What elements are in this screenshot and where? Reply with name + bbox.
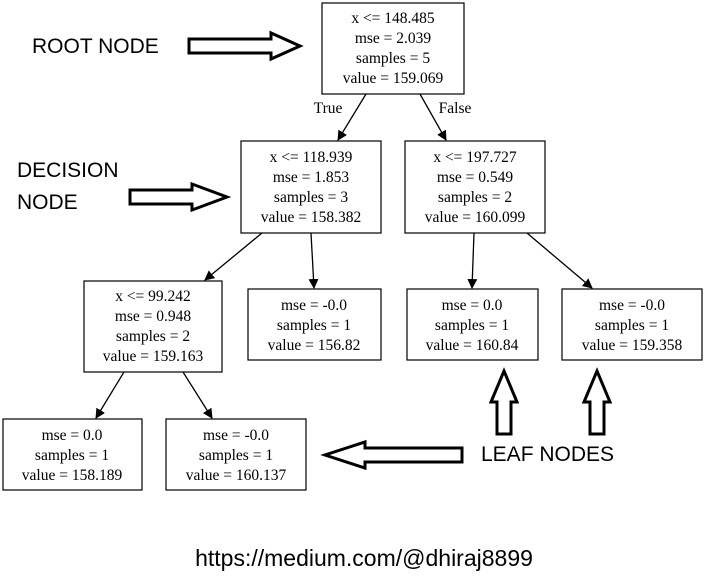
tree-node-right: x <= 197.727 mse = 0.549 samples = 2 val… (404, 140, 546, 234)
node-line: value = 160.84 (426, 337, 519, 354)
up-arrow-icon (488, 367, 520, 436)
tree-edges (95, 93, 593, 419)
node-line: value = 156.82 (268, 337, 361, 354)
edge-root-to-right (419, 93, 447, 141)
tree-leaf-left-right: mse = -0.0 samples = 1 value = 156.82 (247, 288, 382, 361)
node-box (2, 418, 143, 491)
node-line: samples = 2 (438, 189, 512, 206)
node-line: samples = 2 (116, 328, 190, 345)
node-box (83, 280, 223, 373)
tree-leaf-left-left-left: mse = 0.0 samples = 1 value = 158.189 (2, 418, 143, 491)
node-box (247, 288, 382, 361)
tree-node-left-left: x <= 99.242 mse = 0.948 samples = 2 valu… (83, 280, 223, 373)
tree-leaf-left-left-right: mse = -0.0 samples = 1 value = 160.137 (165, 418, 307, 491)
node-line: samples = 1 (595, 317, 669, 334)
node-line: samples = 1 (35, 447, 109, 464)
node-line: mse = 2.039 (355, 30, 432, 47)
source-credit: https://medium.com/@dhiraj8899 (195, 545, 533, 571)
edge-left-left-to-leaf-left (95, 371, 125, 419)
node-line: samples = 1 (199, 447, 273, 464)
edge-left-left-to-leaf-right (182, 371, 213, 419)
decision-node-label-line2: NODE (17, 191, 78, 214)
tree-leaf-right-right: mse = -0.0 samples = 1 value = 159.358 (561, 288, 703, 361)
node-box (404, 140, 546, 234)
node-line: samples = 1 (435, 317, 509, 334)
node-line: value = 158.382 (261, 209, 361, 226)
edge-left-to-left-left (204, 232, 263, 281)
node-line: mse = -0.0 (599, 297, 665, 314)
edge-left-to-left-right (308, 232, 319, 289)
node-line: x <= 148.485 (351, 10, 435, 27)
right-arrow-icon (187, 30, 304, 62)
node-line: x <= 118.939 (270, 149, 353, 166)
node-box (406, 288, 539, 361)
node-line: mse = 0.948 (115, 308, 192, 325)
edge-right-to-right-right (526, 232, 593, 289)
node-line: mse = 0.0 (442, 297, 503, 314)
node-line: mse = -0.0 (281, 297, 347, 314)
edge-label-true: True (314, 100, 343, 117)
tree-node-left: x <= 118.939 mse = 1.853 samples = 3 val… (240, 140, 382, 234)
node-line: x <= 99.242 (115, 288, 191, 305)
node-box (240, 140, 382, 234)
tree-leaf-right-left: mse = 0.0 samples = 1 value = 160.84 (406, 288, 539, 361)
node-line: value = 159.163 (103, 348, 204, 365)
node-line: value = 160.099 (425, 209, 526, 226)
edge-root-to-left (337, 93, 367, 141)
node-line: value = 159.069 (343, 70, 444, 87)
tree-node-root: x <= 148.485 mse = 2.039 samples = 5 val… (321, 2, 465, 95)
edge-label-false: False (439, 100, 472, 117)
node-line: mse = 0.549 (437, 169, 514, 186)
node-line: value = 159.358 (582, 337, 683, 354)
edge-right-to-right-left (467, 232, 478, 289)
node-line: samples = 5 (356, 50, 430, 67)
left-arrow-icon (320, 439, 464, 471)
node-line: samples = 3 (274, 189, 348, 206)
node-line: mse = -0.0 (203, 427, 269, 444)
node-box (165, 418, 307, 491)
right-arrow-icon (128, 181, 232, 213)
node-line: mse = 0.0 (42, 427, 103, 444)
root-node-label: ROOT NODE (32, 35, 159, 58)
node-box (321, 2, 465, 95)
node-line: samples = 1 (277, 317, 351, 334)
node-line: x <= 197.727 (433, 149, 517, 166)
node-line: value = 158.189 (22, 467, 123, 484)
leaf-nodes-label: LEAF NODES (481, 443, 614, 466)
node-line: mse = 1.853 (273, 169, 350, 186)
decision-node-label-line1: DECISION (17, 159, 119, 182)
node-box (561, 288, 703, 361)
up-arrow-icon (581, 367, 613, 436)
node-line: value = 160.137 (186, 467, 287, 484)
